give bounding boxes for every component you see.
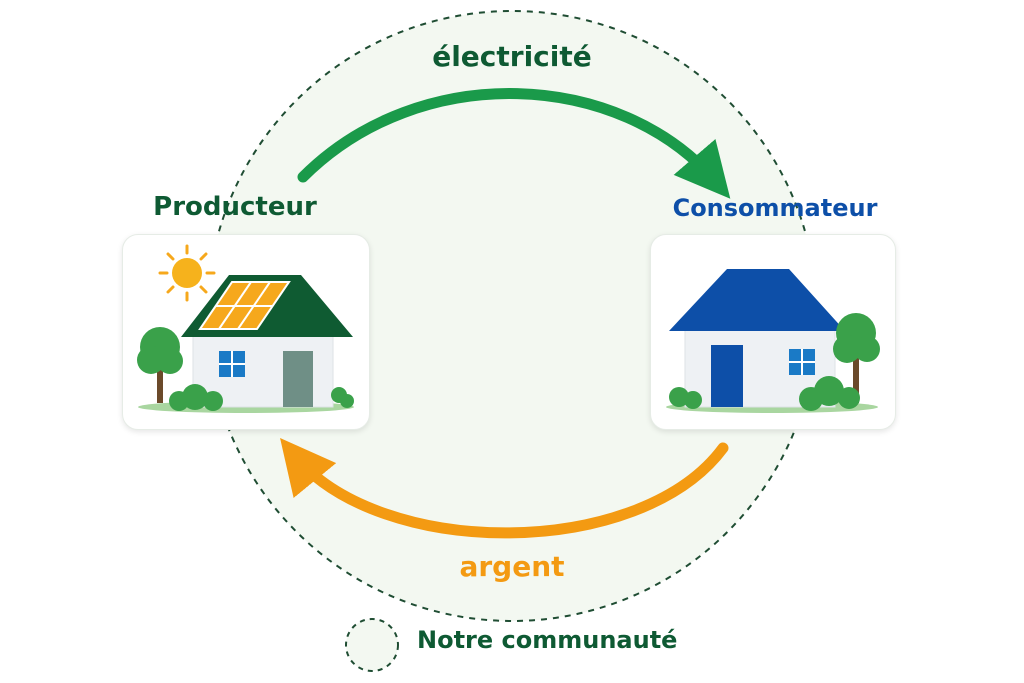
- dashed-circle-icon: [345, 618, 399, 672]
- producer-label: Producteur: [153, 192, 317, 222]
- house-with-solar-panels-icon: [137, 244, 354, 413]
- house-icon: [666, 269, 880, 413]
- electricity-label: électricité: [432, 40, 592, 73]
- money-flow-arrow: [280, 438, 729, 539]
- consumer-label: Consommateur: [672, 194, 878, 222]
- legend-label: Notre communauté: [417, 626, 678, 654]
- electricity-flow-arrow: [297, 88, 731, 199]
- sun-icon: [158, 244, 216, 302]
- consumer-card: [650, 234, 896, 430]
- producer-card: [122, 234, 370, 430]
- money-label: argent: [459, 550, 565, 583]
